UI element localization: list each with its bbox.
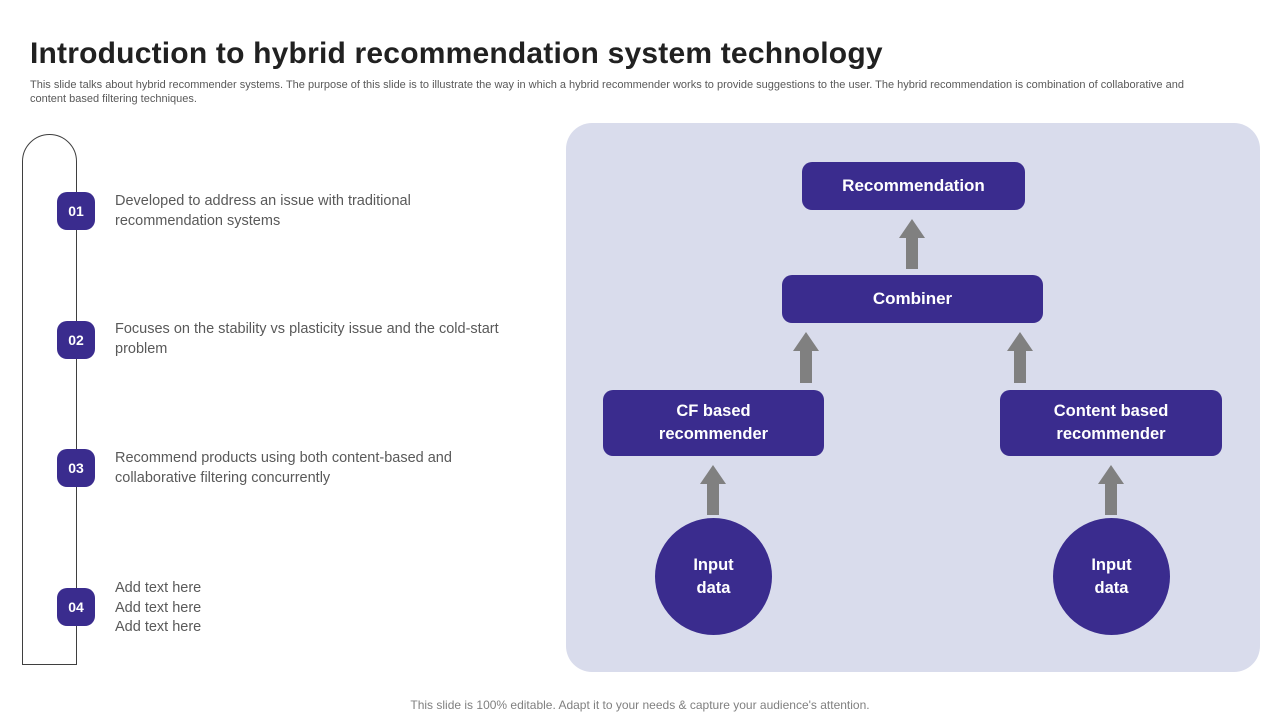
arrow-up-icon <box>793 332 819 383</box>
node-input-data-right: Input data <box>1053 518 1170 635</box>
arrow-up-icon <box>1098 465 1124 515</box>
item-number-badge: 03 <box>57 449 95 487</box>
node-cf-recommender: CF based recommender <box>603 390 824 456</box>
item-text: Focuses on the stability vs plasticity i… <box>115 321 499 357</box>
footer-note: This slide is 100% editable. Adapt it to… <box>410 698 870 712</box>
node-combiner: Combiner <box>782 275 1043 323</box>
arrow-up-icon <box>700 465 726 515</box>
item-text: Add text here Add text here Add text her… <box>115 580 202 635</box>
item-number-badge: 02 <box>57 321 95 359</box>
node-content-recommender: Content based recommender <box>1000 390 1222 456</box>
arrow-up-icon <box>1007 332 1033 383</box>
timeline-outline <box>22 134 77 665</box>
arrow-up-icon <box>899 219 925 269</box>
item-text: Developed to address an issue with tradi… <box>115 193 411 229</box>
diagram-panel: Recommendation Combiner CF based recomme… <box>566 123 1260 672</box>
slide-subtitle: This slide talks about hybrid recommende… <box>30 79 1184 105</box>
item-number-badge: 04 <box>57 588 95 626</box>
item-text: Recommend products using both content-ba… <box>115 450 452 486</box>
node-recommendation: Recommendation <box>802 162 1025 210</box>
node-input-data-left: Input data <box>655 518 772 635</box>
item-number-badge: 01 <box>57 192 95 230</box>
slide-title: Introduction to hybrid recommendation sy… <box>30 37 883 70</box>
